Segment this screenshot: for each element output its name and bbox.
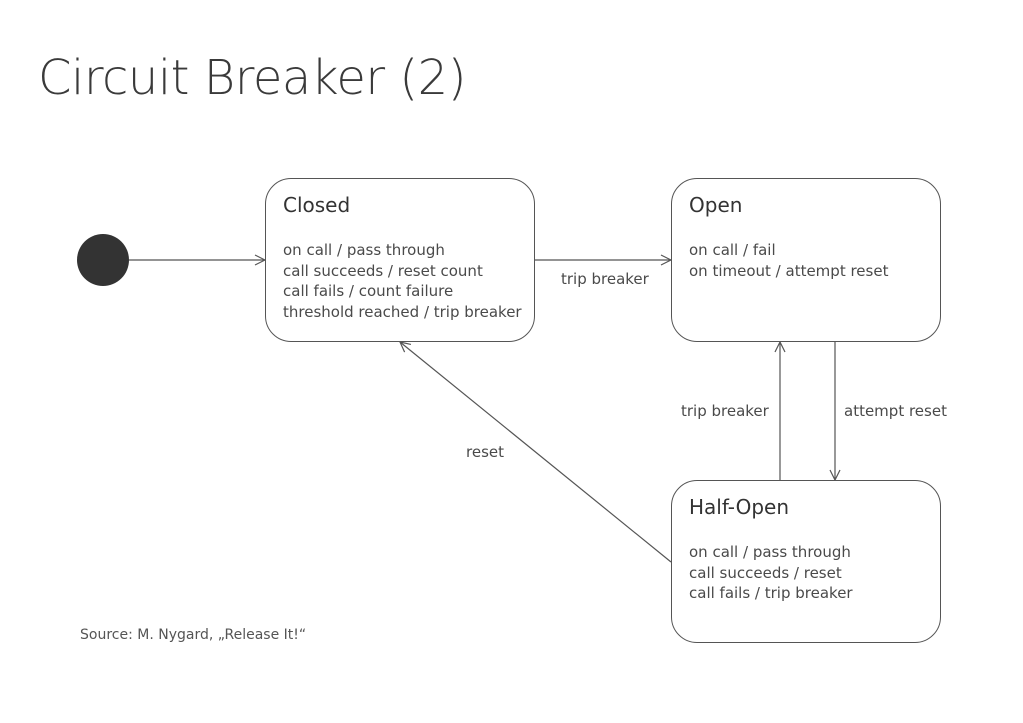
state-open-actions: on call / fail on timeout / attempt rese… — [689, 240, 888, 281]
state-half-open-name: Half-Open — [689, 495, 789, 519]
edge-label-open-to-half-open: attempt reset — [844, 402, 947, 420]
state-action: on call / pass through — [689, 543, 851, 561]
source-citation: Source: M. Nygard, „Release It!“ — [80, 627, 307, 643]
page-title: Circuit Breaker (2) — [38, 50, 466, 106]
state-closed: Closed on call / pass through call succe… — [265, 178, 535, 342]
state-open-name: Open — [689, 193, 743, 217]
state-action: on call / fail — [689, 241, 776, 259]
state-half-open-actions: on call / pass through call succeeds / r… — [689, 542, 853, 604]
state-action: on timeout / attempt reset — [689, 261, 889, 280]
state-closed-name: Closed — [283, 193, 351, 217]
state-half-open: Half-Open on call / pass through call su… — [671, 480, 941, 643]
state-action: call succeeds / reset — [689, 563, 842, 582]
initial-state-node — [77, 234, 129, 286]
state-action: call fails / count failure — [283, 282, 454, 300]
state-closed-actions: on call / pass through call succeeds / r… — [283, 240, 522, 322]
state-action: on call / pass through — [283, 241, 445, 259]
state-action: call fails / trip breaker — [689, 584, 853, 602]
edge-label-half-open-to-closed: reset — [466, 443, 504, 461]
state-open: Open on call / fail on timeout / attempt… — [671, 178, 941, 342]
state-action: call succeeds / reset count — [283, 261, 483, 280]
edge-label-half-open-to-open: trip breaker — [681, 402, 769, 420]
half-open-to-closed-arrow — [400, 342, 672, 563]
edge-label-closed-to-open: trip breaker — [561, 270, 649, 288]
state-action: threshold reached / trip breaker — [283, 302, 522, 321]
